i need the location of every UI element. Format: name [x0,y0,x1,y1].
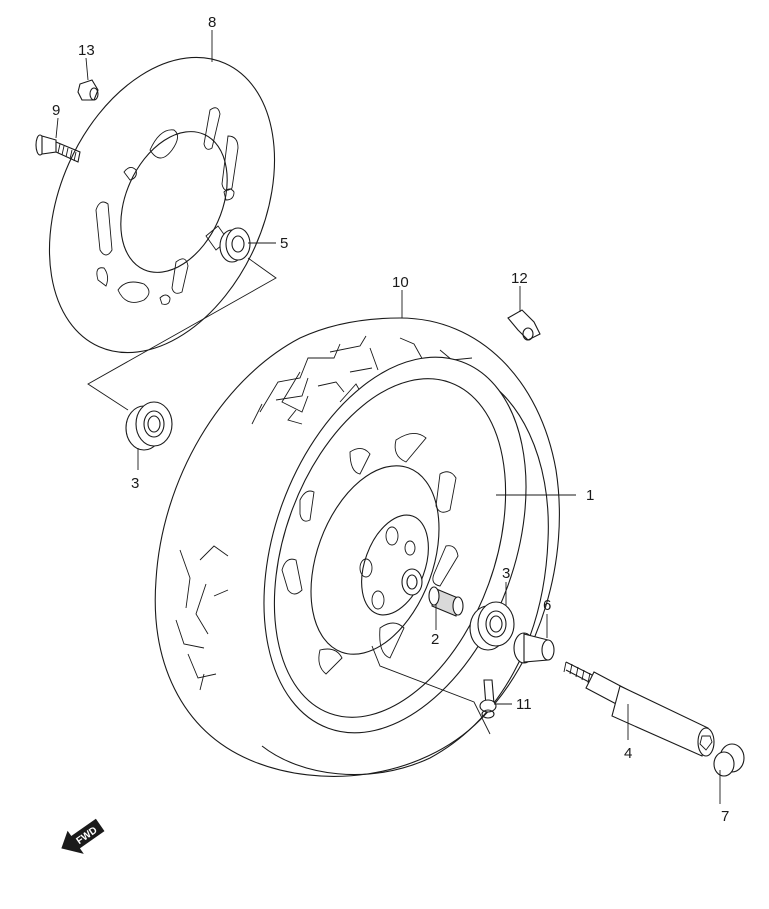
assembly-line-valve [371,645,491,735]
balance-clip [507,309,541,341]
callout-5: 5 [280,235,288,252]
callout-8: 8 [208,14,216,31]
disc-nut [77,79,99,101]
callout-3-right: 3 [502,565,510,582]
callout-7: 7 [721,808,729,825]
front-axle [563,661,715,757]
callout-11: 11 [516,696,532,713]
spacer-tube [428,586,464,617]
callout-3-left: 3 [131,475,139,492]
callout-1: 1 [586,487,594,504]
disc-bolt [35,134,81,163]
callout-9: 9 [52,102,60,119]
leader-lines [55,30,721,804]
left-bearing [125,401,173,451]
callout-10: 10 [392,274,409,291]
spacer-part [219,227,251,263]
arrow-left-icon [61,818,105,854]
callout-13: 13 [78,42,95,59]
callout-12: 12 [511,270,528,287]
tire-valve [371,645,497,735]
axle-cap [713,743,745,777]
axle-collar [513,632,555,664]
wheel-assembly [154,317,560,777]
callout-6: 6 [543,597,551,614]
brake-disc [48,56,276,354]
right-bearing [469,601,515,651]
callout-4: 4 [624,745,632,762]
assembly-line-disc [87,257,277,411]
forward-direction-marker: FWD [61,818,105,854]
callout-2: 2 [431,631,439,648]
callout-labels: 1 2 3 3 4 5 6 7 8 9 10 11 12 13 [52,14,729,825]
